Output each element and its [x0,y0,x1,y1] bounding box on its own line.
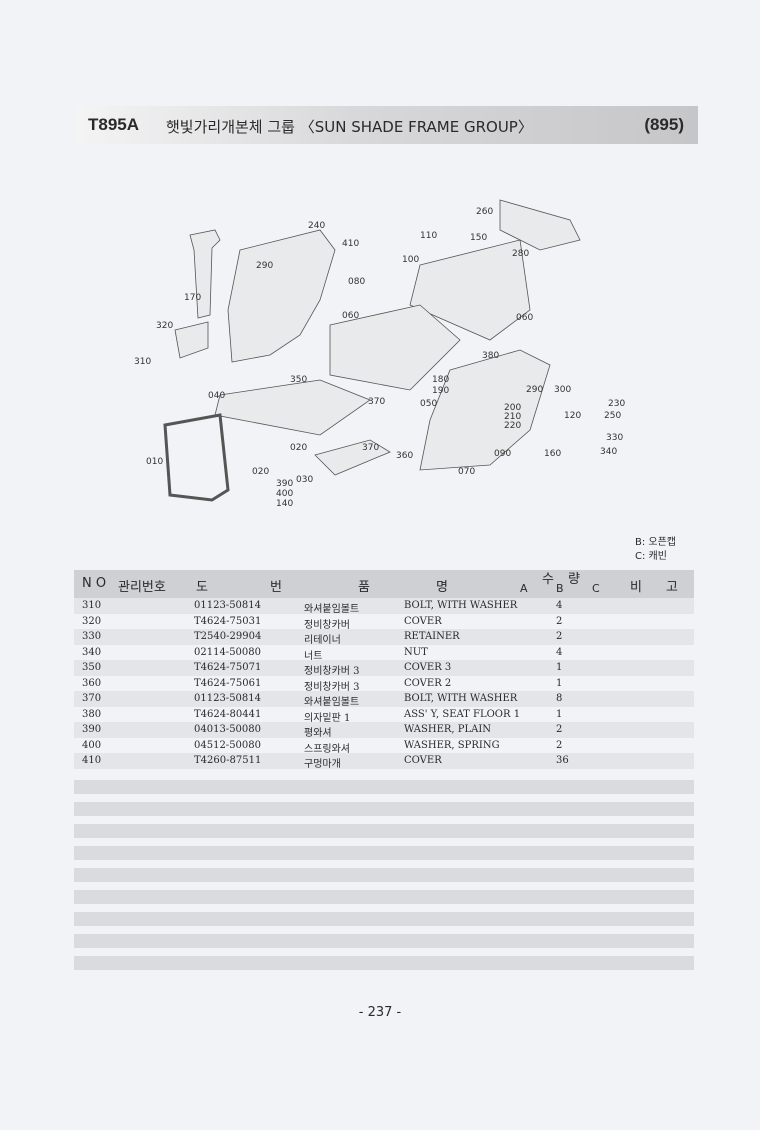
svg-text:150: 150 [470,233,487,243]
col-myeong: 명 [436,580,448,595]
col-go: 고 [666,580,678,595]
svg-text:220: 220 [504,421,521,431]
page-number: - 237 - [358,1005,402,1020]
col-mgmt: 관리번호 [118,580,166,595]
svg-text:040: 040 [208,391,225,401]
svg-text:360: 360 [396,451,413,461]
svg-text:310: 310 [134,357,151,367]
legend: B: 오픈캡 C: 캐빈 [635,536,676,564]
svg-text:250: 250 [604,411,621,421]
svg-text:370: 370 [368,397,385,407]
svg-text:180: 180 [432,375,449,385]
svg-text:380: 380 [482,351,499,361]
col-su: 수 [542,572,554,587]
empty-row [74,780,694,794]
empty-row [74,846,694,860]
svg-text:060: 060 [516,313,533,323]
svg-text:160: 160 [544,449,561,459]
svg-text:170: 170 [184,293,201,303]
svg-text:350: 350 [290,375,307,385]
svg-text:240: 240 [308,221,325,231]
svg-text:050: 050 [420,399,437,409]
empty-row [74,956,694,970]
svg-text:330: 330 [606,433,623,443]
col-ryang: 량 [568,572,580,587]
svg-text:210: 210 [504,412,521,422]
svg-text:110: 110 [420,231,437,241]
svg-text:020: 020 [252,467,269,477]
col-pum: 품 [358,580,370,595]
svg-text:280: 280 [512,249,529,259]
svg-text:090: 090 [494,449,511,459]
col-b: B [556,582,564,595]
svg-text:320: 320 [156,321,173,331]
svg-text:300: 300 [554,385,571,395]
svg-text:140: 140 [276,499,293,509]
svg-text:340: 340 [600,447,617,457]
empty-row [74,824,694,838]
group-page-code: (895) [644,115,684,134]
legend-c: C: 캐빈 [635,551,667,562]
svg-text:120: 120 [564,411,581,421]
svg-text:070: 070 [458,467,475,477]
empty-row [74,868,694,882]
svg-text:260: 260 [476,207,493,217]
svg-text:410: 410 [342,239,359,249]
exploded-parts-diagram: 240 410 290 080 170 320 310 060 260 110 … [134,199,625,509]
col-a: A [520,582,528,595]
svg-text:290: 290 [526,385,543,395]
svg-text:190: 190 [432,386,449,396]
col-do: 도 [196,580,208,595]
empty-row [74,934,694,948]
empty-row [74,912,694,926]
svg-text:010: 010 [146,457,163,467]
col-c: C [592,582,600,595]
svg-text:060: 060 [342,311,359,321]
svg-text:290: 290 [256,261,273,271]
col-no: N O [82,576,107,591]
empty-row [74,802,694,816]
group-title: 햇빛가리개본체 그룹 〈SUN SHADE FRAME GROUP〉 [166,118,533,136]
svg-text:020: 020 [290,443,307,453]
svg-text:390: 390 [276,479,293,489]
diagram-labels: 240 410 290 080 170 320 310 060 260 110 … [134,207,625,509]
svg-text:370: 370 [362,443,379,453]
legend-b: B: 오픈캡 [635,537,677,548]
svg-text:030: 030 [296,475,313,485]
svg-text:230: 230 [608,399,625,409]
col-beon: 번 [270,580,282,595]
parts-table-header: N O 관리번호 도 번 품 명 수 량 A B C 비 고 [74,570,694,598]
section-header: T895A 햇빛가리개본체 그룹 〈SUN SHADE FRAME GROUP〉… [76,106,698,144]
empty-row [74,890,694,904]
svg-text:080: 080 [348,277,365,287]
svg-text:200: 200 [504,403,521,413]
col-bi: 비 [630,580,642,595]
svg-text:100: 100 [402,255,419,265]
empty-table-rows [74,780,694,972]
group-code: T895A [88,115,140,134]
svg-text:400: 400 [276,489,293,499]
